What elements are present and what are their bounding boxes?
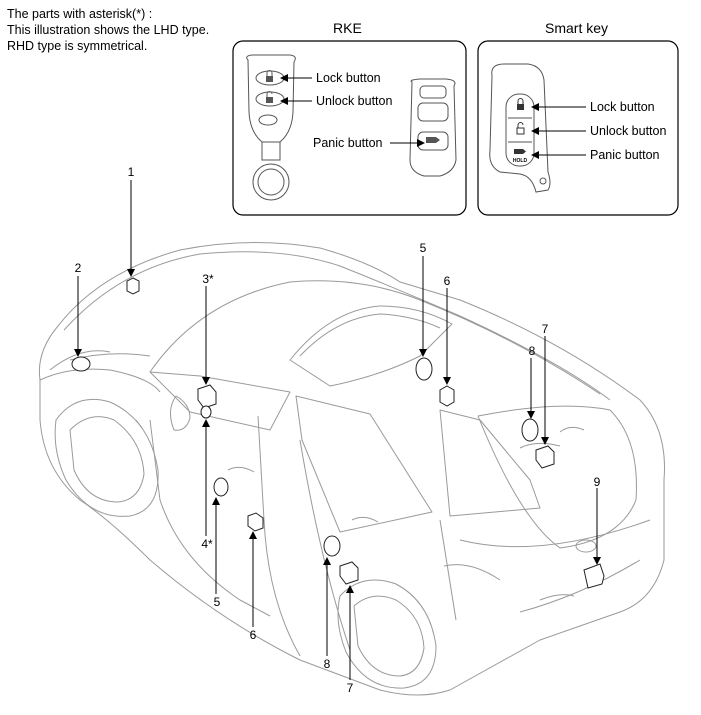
asterisk-note: The parts with asterisk(*) : This illust…: [7, 6, 209, 54]
smart-key-panel: HOLD Lock button Unlock button Panic but…: [477, 40, 679, 216]
callout-8-front: 8: [324, 657, 331, 671]
part-markers: [71, 277, 605, 589]
rke-lock-label: Lock button: [316, 71, 381, 85]
part-7-front-marker: [339, 561, 359, 585]
rke-logo: [258, 114, 278, 126]
smart-key-hold-text: HOLD: [513, 158, 528, 164]
smart-key-unlock-icon: [516, 122, 525, 135]
rke-title: RKE: [333, 20, 362, 36]
part-5-front-marker: [213, 477, 229, 497]
callout-6-rear: 6: [444, 274, 451, 288]
part-9-marker: [583, 563, 605, 589]
callout-9: 9: [594, 475, 601, 489]
callout-numbers: 1 2 3* 4* 5 6 8 7 5 6 8 7 9: [75, 165, 601, 695]
part-8-front-marker: [323, 535, 341, 557]
part-8-rear-marker: [521, 418, 539, 442]
rke-frame: [232, 40, 467, 216]
rke-unlock-icon: [266, 91, 273, 103]
smart-key-unlock-label: Unlock button: [590, 124, 666, 138]
callout-3: 3*: [202, 272, 214, 286]
callout-6-front: 6: [250, 628, 257, 642]
callout-leaders: [74, 180, 601, 680]
callout-1: 1: [128, 165, 135, 179]
part-3-marker: [197, 384, 217, 409]
part-4-marker: [200, 405, 212, 419]
callout-5-rear: 5: [420, 241, 427, 255]
callout-4: 4*: [201, 537, 213, 551]
smart-key-lock-label: Lock button: [590, 100, 655, 114]
rke-panic-icon: [426, 137, 440, 143]
vehicle-illustration: [38, 242, 665, 696]
note-line-3: RHD type is symmetrical.: [7, 39, 148, 53]
note-line-1: The parts with asterisk(*) :: [7, 7, 153, 21]
callout-2: 2: [75, 261, 82, 275]
rke-unlock-label: Unlock button: [316, 94, 392, 108]
part-1-marker: [126, 277, 140, 295]
smart-key-panic-icon: HOLD: [513, 149, 528, 164]
part-2-marker: [71, 356, 91, 372]
smart-key-lock-icon: [517, 98, 524, 110]
callout-5-front: 5: [214, 595, 221, 609]
note-line-2: This illustration shows the LHD type.: [7, 23, 210, 37]
part-7-rear-marker: [535, 445, 555, 469]
smart-key-panic-label: Panic button: [590, 148, 660, 162]
rke-lock-icon: [266, 70, 273, 82]
callout-8-rear: 8: [529, 344, 536, 358]
rke-fob-back: [409, 78, 457, 177]
part-6-front-marker: [247, 512, 264, 532]
smart-key-frame: [477, 40, 679, 216]
part-5-rear-marker: [415, 357, 433, 381]
rke-panel: Lock button Unlock button Panic button: [232, 40, 467, 216]
rke-panic-label: Panic button: [313, 136, 383, 150]
part-6-rear-marker: [439, 385, 455, 407]
callout-7-rear: 7: [542, 322, 549, 336]
callout-7-front: 7: [347, 681, 354, 695]
smart-key-title: Smart key: [545, 20, 609, 36]
